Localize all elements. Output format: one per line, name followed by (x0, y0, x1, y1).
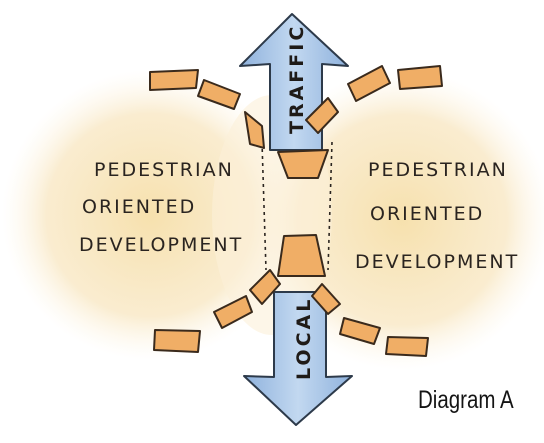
center-zone-outline (261, 141, 333, 271)
background-wash (2, 70, 544, 370)
traffic-label: TRAFFIC (286, 24, 308, 134)
right-line-1: PEDESTRIAN (368, 159, 508, 181)
local-label: LOCAL (293, 297, 315, 380)
left-line-1: PEDESTRIAN (94, 159, 234, 181)
lower-crosswalk-dashes (153, 234, 429, 357)
right-line-2: ORIENTED (370, 203, 484, 225)
left-line-2: ORIENTED (82, 196, 196, 218)
local-arrow (243, 291, 353, 426)
upper-crosswalk-dashes (149, 65, 443, 179)
diagram-caption: Diagram A (418, 386, 514, 414)
right-line-3: DEVELOPMENT (355, 251, 519, 273)
right-zone-label: PEDESTRIAN ORIENTED DEVELOPMENT (355, 159, 519, 273)
left-zone-label: PEDESTRIAN ORIENTED DEVELOPMENT (79, 159, 243, 256)
left-line-3: DEVELOPMENT (79, 234, 243, 256)
